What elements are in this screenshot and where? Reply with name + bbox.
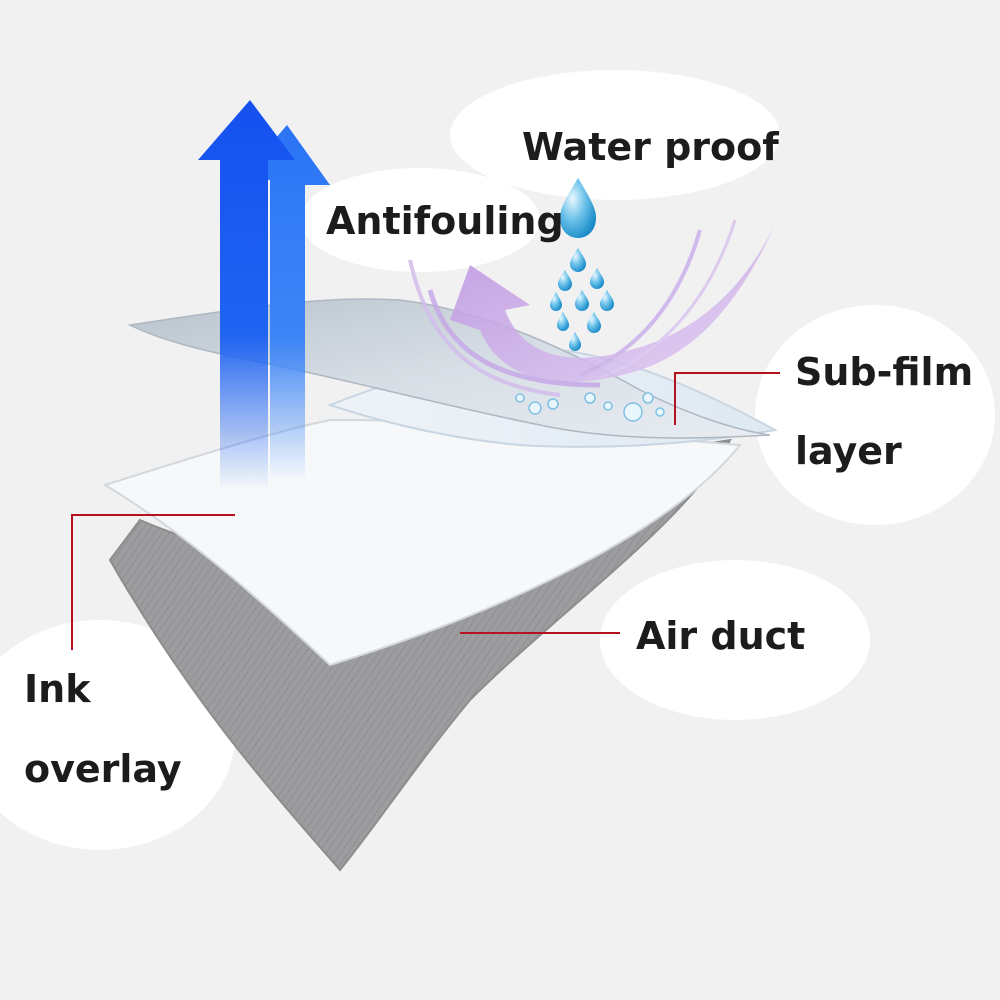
sub-film-leader [674,372,780,425]
air-duct-label: Air duct [636,614,806,658]
curved-arrow-icon [408,219,775,397]
water-proof-label: Water proof [522,125,779,169]
up-arrow-icon [198,100,330,490]
water-drop-icon [515,178,665,422]
ink-overlay-leader [71,514,235,650]
ink-overlay-label-line1: Ink [24,667,91,711]
sub-film-label-line2: layer [795,429,902,473]
label-backdrops [0,70,995,850]
leader-lines [71,372,780,650]
ink-overlay-label-line2: overlay [24,747,182,791]
sub-film-label-line1: Sub-film [795,350,974,394]
antifouling-label: Antifouling [326,199,564,243]
